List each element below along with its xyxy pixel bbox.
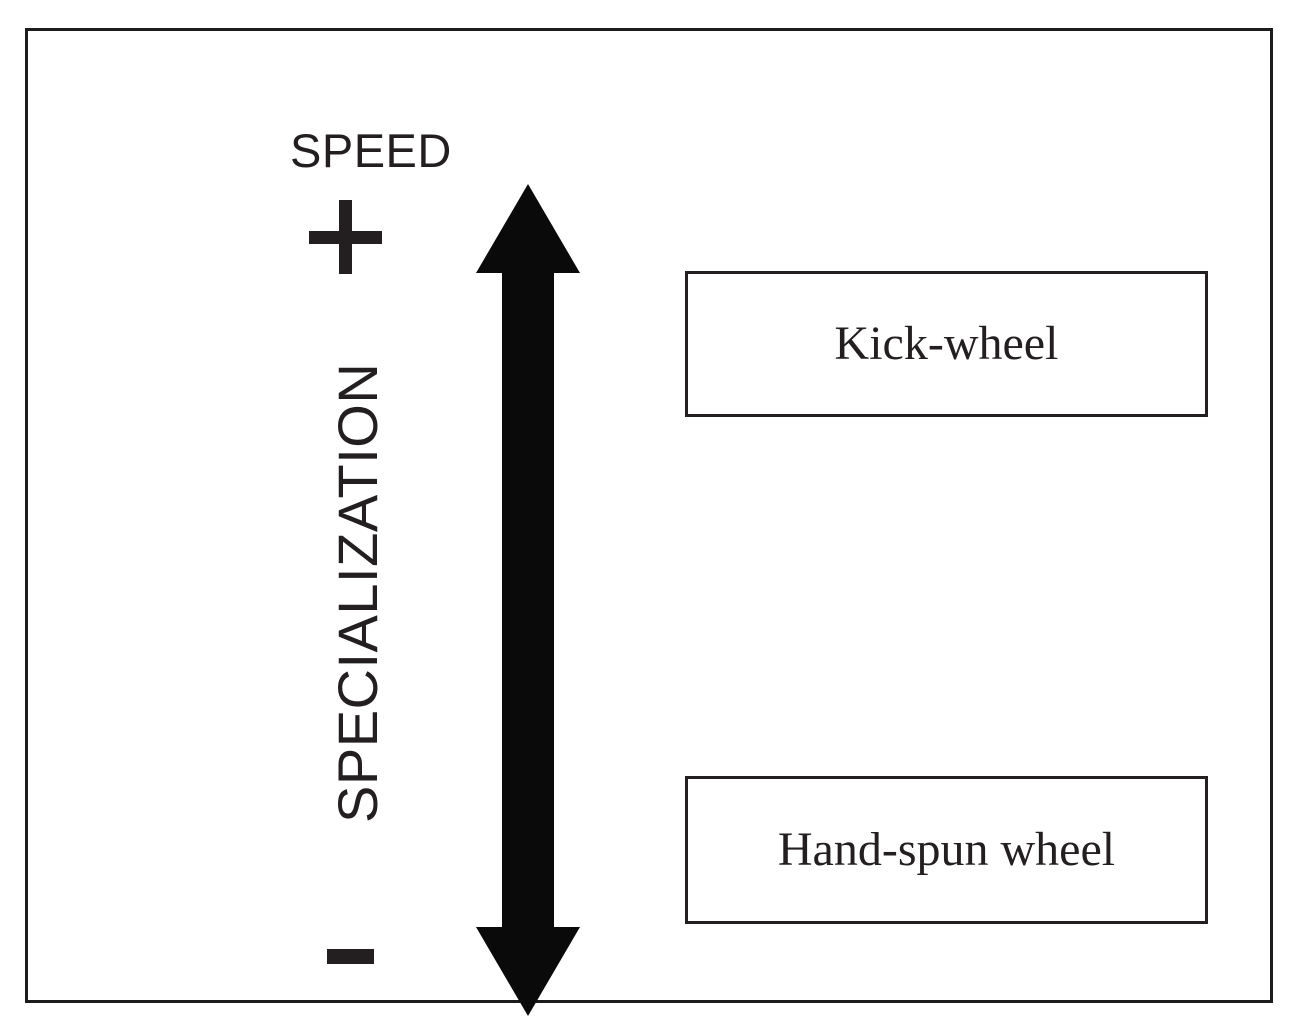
label-box-kick-wheel-text: Kick-wheel [834,316,1059,370]
diagram-outer-frame: SPEED SPECIALIZATION Kick-wheel Hand-spu… [25,28,1273,1016]
label-box-hand-spun-wheel[interactable]: Hand-spun wheel [685,776,1208,924]
axis-top-label: SPEED [290,124,452,177]
plus-icon-horizontal-bar [309,231,382,244]
plus-icon [309,200,382,274]
double-headed-arrow-icon [474,181,582,1019]
label-box-hand-spun-wheel-text: Hand-spun wheel [777,822,1116,876]
label-box-kick-wheel[interactable]: Kick-wheel [685,271,1208,417]
arrow-shape [476,184,580,1016]
minus-icon [327,949,374,964]
axis-vertical-label: SPECIALIZATION [326,362,389,823]
